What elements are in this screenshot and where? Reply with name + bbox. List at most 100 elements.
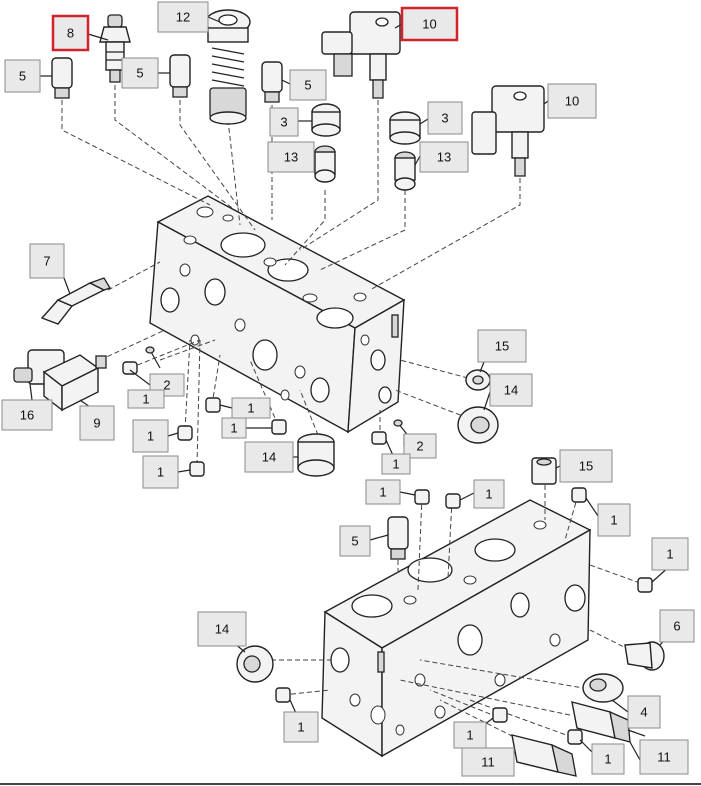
cap-part-14-lower xyxy=(236,645,274,683)
svg-text:11: 11 xyxy=(481,755,495,770)
svg-text:1: 1 xyxy=(147,429,154,444)
svg-text:1: 1 xyxy=(604,752,611,767)
svg-text:4: 4 xyxy=(640,705,647,720)
svg-text:14: 14 xyxy=(262,450,276,465)
callout-5-left: 5 xyxy=(4,59,41,93)
cartridge-part-11-upper xyxy=(571,701,646,743)
cap-part-14-center xyxy=(297,433,335,477)
callout-1-left-mid: 1 xyxy=(132,419,169,453)
plug-part-5-lower xyxy=(387,516,409,560)
callout-1-left-low: 1 xyxy=(142,455,179,489)
callout-1-lower-left: 1 xyxy=(365,479,401,505)
svg-text:5: 5 xyxy=(304,78,311,93)
callout-6: 6 xyxy=(659,609,695,643)
svg-text:1: 1 xyxy=(379,485,386,500)
svg-text:10: 10 xyxy=(565,94,579,109)
svg-text:1: 1 xyxy=(485,487,492,502)
svg-text:14: 14 xyxy=(504,383,518,398)
callout-8: 8 xyxy=(51,14,90,52)
plug-1k xyxy=(275,687,291,703)
svg-text:11: 11 xyxy=(657,750,671,765)
plug-1i xyxy=(571,487,587,503)
plug-part-5-center xyxy=(169,54,191,98)
plug-1d xyxy=(177,425,193,441)
insert-part-13-right xyxy=(394,151,416,191)
svg-text:13: 13 xyxy=(284,150,298,165)
svg-text:1: 1 xyxy=(666,547,673,562)
callout-13-right: 13 xyxy=(419,141,469,173)
svg-text:8: 8 xyxy=(67,26,74,41)
cartridge-part-11-lower xyxy=(511,734,577,777)
svg-text:15: 15 xyxy=(579,459,593,474)
callout-1-lower-right: 1 xyxy=(597,503,631,537)
callout-1-bottom-right: 1 xyxy=(591,743,625,775)
screw-part-2-upper xyxy=(145,346,161,369)
svg-text:1: 1 xyxy=(247,401,254,416)
cap-part-14-right xyxy=(457,406,499,444)
plug-1h xyxy=(445,493,461,509)
svg-text:2: 2 xyxy=(163,378,170,393)
fitting-part-4 xyxy=(582,673,624,703)
callout-3-left: 3 xyxy=(269,107,299,137)
svg-text:2: 2 xyxy=(416,439,423,454)
svg-text:12: 12 xyxy=(176,10,190,25)
solenoid-part-10-right xyxy=(471,85,545,177)
svg-text:3: 3 xyxy=(280,115,287,130)
upper-manifold-block xyxy=(149,195,406,434)
plug-1l xyxy=(492,707,508,723)
plug-part-5-left xyxy=(51,57,73,99)
plug-1c xyxy=(271,419,287,435)
svg-text:6: 6 xyxy=(673,619,680,634)
plug-1a xyxy=(122,361,138,375)
plug-1b xyxy=(205,397,221,413)
callout-16: 16 xyxy=(1,399,53,431)
svg-text:13: 13 xyxy=(437,150,451,165)
valve-body-part-9 xyxy=(42,354,107,412)
cap-part-3-left xyxy=(311,103,341,137)
svg-text:9: 9 xyxy=(93,416,100,431)
callout-10-top: 10 xyxy=(400,6,459,42)
callout-2-lower: 2 xyxy=(403,433,437,459)
plug-part-6 xyxy=(624,641,665,671)
pressure-valve-part-12 xyxy=(205,9,251,125)
svg-text:14: 14 xyxy=(215,622,229,637)
callout-13-left: 13 xyxy=(267,141,315,173)
cartridge-part-7 xyxy=(40,277,111,325)
assembly-leader-lines xyxy=(61,85,641,741)
cap-part-3-right xyxy=(389,111,421,145)
plug-1f xyxy=(371,431,387,445)
plug-1j xyxy=(637,577,653,593)
plug-1m xyxy=(567,729,583,745)
plug-part-15-upper xyxy=(465,369,491,391)
callout-9: 9 xyxy=(79,405,115,441)
callout-1-lower-mid: 1 xyxy=(473,479,505,509)
svg-text:1: 1 xyxy=(466,728,473,743)
callout-10-right: 10 xyxy=(547,83,597,119)
svg-text:5: 5 xyxy=(136,66,143,81)
insert-part-13-left xyxy=(314,145,336,183)
callout-14-right: 14 xyxy=(489,373,533,407)
callout-1-bottom-left: 1 xyxy=(283,711,319,743)
svg-text:16: 16 xyxy=(20,408,34,423)
plug-1e xyxy=(189,461,205,477)
callout-15-upper: 15 xyxy=(477,329,527,363)
callout-11-bottom-right: 11 xyxy=(639,739,689,775)
svg-text:5: 5 xyxy=(351,534,358,549)
callout-5-lower: 5 xyxy=(339,525,371,557)
callout-14-center: 14 xyxy=(244,441,294,473)
callout-11-bottom-left: 11 xyxy=(461,747,515,777)
callout-5-right: 5 xyxy=(289,69,327,101)
callout-12: 12 xyxy=(157,1,209,33)
callout-1-far-right: 1 xyxy=(651,537,689,571)
plug-part-15-lower xyxy=(531,457,557,485)
callout-1-mid-lower: 1 xyxy=(221,417,247,439)
callout-1-mid: 1 xyxy=(231,397,271,419)
svg-text:1: 1 xyxy=(157,465,164,480)
plug-1g xyxy=(414,489,430,505)
svg-text:1: 1 xyxy=(230,421,237,436)
svg-text:15: 15 xyxy=(495,339,509,354)
svg-text:10: 10 xyxy=(422,17,436,32)
valve-cartridge-part-8 xyxy=(99,14,131,83)
svg-text:1: 1 xyxy=(142,392,149,407)
